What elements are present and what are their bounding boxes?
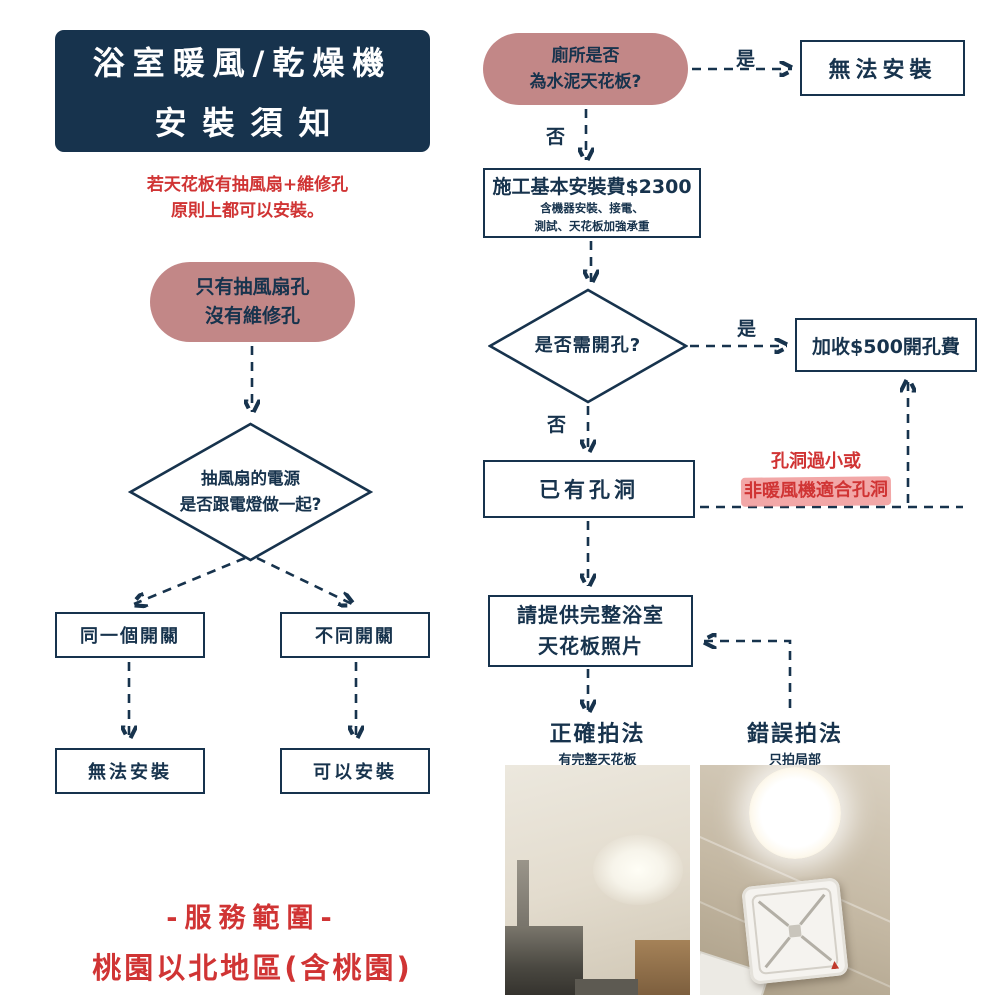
decision-fan-power-text: 抽風扇的電源 是否跟電燈做一起? [128,422,373,562]
node-photo-request-line1: 請提供完整浴室 [517,603,664,627]
node-can-install: 可以安裝 [280,748,430,794]
node-different-switch: 不同開關 [280,612,430,658]
page-title-line1: 浴室暖風/乾燥機 [92,44,393,82]
service-area-title: -服務範圍- [166,903,339,934]
correct-photo-label: 正確拍法 有完整天花板 [505,716,690,768]
exhaust-fan-unit [741,877,849,986]
hole-size-note-highlight: 非暖風機適合孔洞 [740,476,892,507]
label-no-concrete: 否 [546,126,566,148]
node-base-fee: 施工基本安裝費$2300 含機器安裝、接電、 測試、天花板加強承重 [483,168,701,238]
hole-size-note-line1: 孔洞過小或 [771,451,861,472]
node-concrete-ceiling-line2: 為水泥天花板? [529,72,642,92]
connector-decision-to-same [134,556,246,604]
decision-fan-power-line1: 抽風扇的電源 [201,468,300,488]
label-yes-drill: 是 [737,318,757,340]
node-only-fan-hole: 只有抽風扇孔 沒有維修孔 [150,262,355,342]
node-drill-fee: 加收$500開孔費 [795,318,977,372]
hole-size-note-line2: 非暖風機適合孔洞 [700,476,932,507]
shower-bar [575,978,639,995]
decision-need-drill: 是否需開孔? [488,288,688,404]
intro-note: 若天花板有抽風扇+維修孔 原則上都可以安裝。 [75,172,420,225]
decision-need-drill-text: 是否需開孔? [534,334,642,356]
node-photo-request: 請提供完整浴室 天花板照片 [488,595,693,667]
round-ceiling-light [749,767,841,859]
intro-note-line1: 若天花板有抽風扇+維修孔 [146,175,349,195]
correct-photo-title: 正確拍法 [549,722,646,747]
shower-glass [505,926,583,995]
service-area-region: 桃園以北地區(含桃園) [92,951,413,985]
wrong-photo-sub: 只拍局部 [768,753,821,768]
wrong-photo-label: 錯誤拍法 只拍局部 [700,716,890,768]
correct-example-photo [505,765,690,995]
label-no-drill: 否 [547,414,567,436]
service-area: -服務範圍- 桃園以北地區(含桃園) [30,896,475,987]
node-has-hole: 已有孔洞 [483,460,695,518]
decision-fan-power: 抽風扇的電源 是否跟電燈做一起? [128,422,373,562]
node-base-fee-sub1: 含機器安裝、接電、 [540,200,644,215]
node-cannot-install-right: 無法安裝 [800,40,965,96]
node-same-switch: 同一個開關 [55,612,205,658]
decision-need-drill-shape [488,288,688,404]
decision-fan-power-line2: 是否跟電燈做一起? [179,495,322,514]
node-concrete-ceiling-question: 廁所是否 為水泥天花板? [483,33,688,105]
wrong-photo-title: 錯誤拍法 [746,722,843,747]
node-only-fan-hole-line2: 沒有維修孔 [204,305,300,327]
node-base-fee-sub2: 測試、天花板加強承重 [534,218,650,233]
wrong-example-photo [700,765,890,995]
fan-vent-pattern [751,888,839,975]
decision-fan-power-shape [128,422,373,562]
correct-photo-sub: 有完整天花板 [558,753,637,768]
node-only-fan-hole-line1: 只有抽風扇孔 [195,275,310,298]
connector-wrong-back-to-photo [704,641,792,708]
connector-decision-to-diff [256,556,352,604]
hole-size-note: 孔洞過小或 非暖風機適合孔洞 [700,448,932,507]
node-cannot-install-left: 無法安裝 [55,748,205,794]
page-title: 浴室暖風/乾燥機 安裝須知 [55,30,430,152]
intro-note-line2: 原則上都可以安裝。 [171,201,324,222]
ceiling-light-glow [593,835,683,905]
page-title-line2: 安裝須知 [154,104,347,142]
node-base-fee-title: 施工基本安裝費$2300 [492,175,692,198]
wood-door [634,939,690,995]
node-concrete-ceiling-line1: 廁所是否 [551,45,620,66]
label-yes-concrete: 是 [736,48,756,70]
node-photo-request-line2: 天花板照片 [538,634,643,658]
